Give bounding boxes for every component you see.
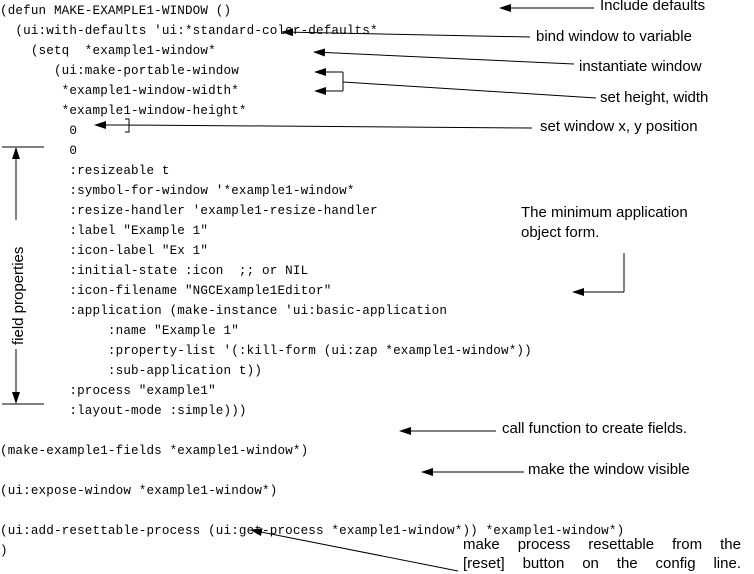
code-line: 0: [0, 124, 78, 138]
code-line: :icon-label "Ex 1": [0, 244, 209, 258]
label-call-function: call function to create fields.: [502, 420, 688, 437]
code-line: :resize-handler 'example1-resize-handler: [0, 204, 378, 218]
code-line: :resizeable t: [0, 164, 170, 178]
label-set-height-width: set height, width: [600, 89, 709, 106]
code-line: (setq *example1-window*: [0, 44, 216, 58]
position-bracket: [125, 118, 533, 133]
code-line: (ui:make-portable-window: [0, 64, 239, 78]
label-instantiate-window: instantiate window: [579, 58, 702, 75]
arrow-bind-window: [281, 28, 531, 38]
code-line: *example1-window-height*: [0, 104, 247, 118]
code-line: :label "Example 1": [0, 224, 209, 238]
height-width-bracket: [342, 72, 597, 99]
code-line: ): [0, 544, 8, 558]
code-line: (defun MAKE-EXAMPLE1-WINDOW (): [0, 4, 232, 18]
code-line: :icon-filename "NGCExample1Editor": [0, 284, 332, 298]
label-resettable-line1: make process resettable from the: [463, 536, 741, 553]
label-minimum-form-line2: object form.: [521, 224, 600, 241]
code-line: (make-example1-fields *example1-window*): [0, 444, 309, 458]
label-include-defaults: Include defaults: [600, 0, 706, 14]
code-line: :layout-mode :simple))): [0, 404, 247, 418]
label-resettable-line2: [reset] button on the config line.: [463, 555, 741, 572]
code-line: (ui:add-resettable-process (ui:get-proce…: [0, 524, 625, 538]
label-make-visible: make the window visible: [528, 461, 690, 478]
label-set-position: set window x, y position: [540, 118, 698, 135]
code-line: :sub-application t)): [0, 364, 263, 378]
code-line: :initial-state :icon ;; or NIL: [0, 264, 309, 278]
arrow-resettable: [250, 528, 459, 572]
arrow-instantiate-window: [313, 48, 575, 65]
code-line: (ui:with-defaults 'ui:*standard-color-de…: [0, 24, 378, 38]
code-line: (ui:expose-window *example1-window*): [0, 484, 278, 498]
code-line: :process "example1": [0, 384, 216, 398]
label-minimum-form-line1: The minimum application: [521, 204, 688, 221]
label-bind-window: bind window to variable: [536, 28, 692, 45]
code-line: :application (make-instance 'ui:basic-ap…: [0, 304, 448, 318]
lisp-code-listing: (defun MAKE-EXAMPLE1-WINDOW () (ui:with-…: [0, 1, 624, 561]
code-line: 0: [0, 144, 78, 158]
code-line: *example1-window-width*: [0, 84, 239, 98]
code-line: :symbol-for-window '*example1-window*: [0, 184, 355, 198]
code-line: :property-list '(:kill-form (ui:zap *exa…: [0, 344, 532, 358]
code-line: :name "Example 1": [0, 324, 239, 338]
